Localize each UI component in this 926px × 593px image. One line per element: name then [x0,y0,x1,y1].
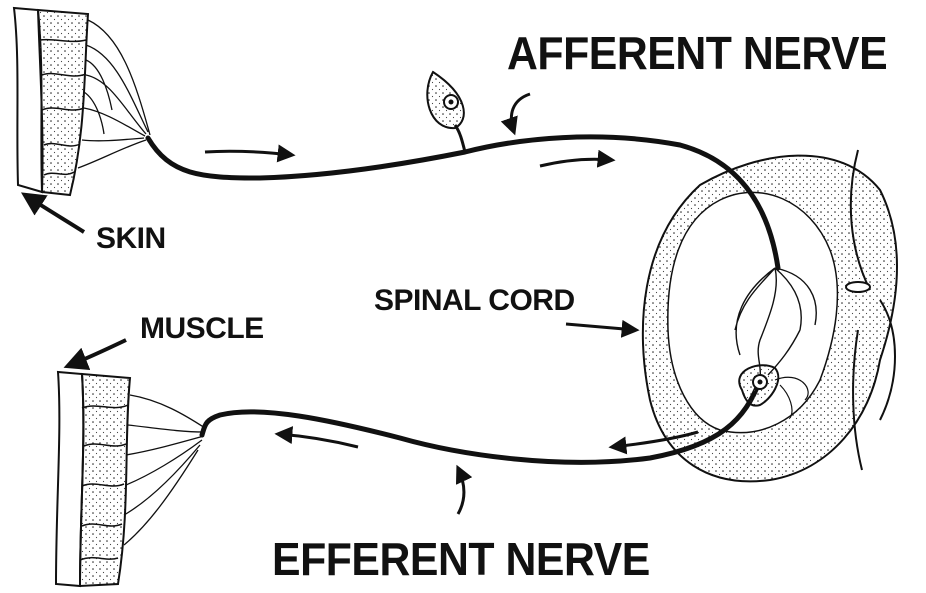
arrow-right-icon [205,151,292,155]
muscle-label: MUSCLE [140,314,264,344]
arrow-pointer-icon [25,195,84,232]
spinal-cord-section [643,150,897,481]
skin-label: SKIN [96,224,166,254]
afferent-nerve-label: AFFERENT NERVE [507,30,887,76]
arrow-pointer-icon [566,324,636,330]
arrow-pointer-icon [68,340,126,366]
arrow-pointer-icon [511,94,530,132]
arrow-left-icon [278,434,358,447]
muscle-tissue [56,372,205,586]
spinal-cord-label: SPINAL CORD [374,286,575,316]
arrow-right-icon [540,159,612,166]
skin-tissue [14,8,150,195]
arrow-pointer-icon [458,468,464,514]
efferent-nerve-label: EFFERENT NERVE [272,536,650,582]
